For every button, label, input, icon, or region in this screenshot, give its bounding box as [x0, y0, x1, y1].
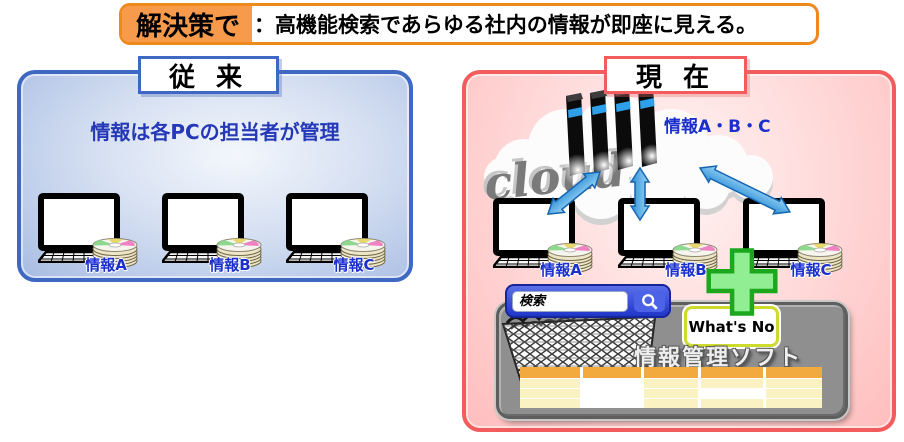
- table-cell: [644, 399, 698, 408]
- conventional-panel: 情報は各PCの担当者が管理 情報A 情報B 情報C: [17, 70, 413, 282]
- table-header-row: [520, 367, 822, 378]
- computer-label: 情報C: [333, 256, 375, 274]
- table-header-cell: [701, 367, 763, 378]
- computer-label: 情報B: [209, 256, 251, 274]
- table-cell: [644, 379, 698, 388]
- table-header-cell: [520, 367, 580, 378]
- computer-label: 情報C: [790, 261, 832, 279]
- right-panel-title: 現 在: [604, 56, 747, 94]
- computer-item: 情報C: [286, 193, 390, 281]
- table-cell: [644, 389, 698, 398]
- table-row: [520, 399, 822, 408]
- table-row: [520, 379, 822, 388]
- computer-item: 情報C: [743, 198, 847, 286]
- search-button[interactable]: [634, 291, 665, 312]
- search-input[interactable]: 検索: [512, 291, 628, 312]
- computer-label: 情報A: [85, 256, 127, 274]
- table-cell: [583, 389, 641, 398]
- table-cell: [583, 379, 641, 388]
- solution-banner: 解決策で ：高機能検索であらゆる社内の情報が即座に見える。: [119, 3, 819, 45]
- computer-item: 情報B: [162, 193, 266, 281]
- table-cell: [766, 389, 822, 398]
- cloud-info-label: 情報A・B・C: [664, 117, 771, 137]
- table-cell: [701, 389, 763, 398]
- table-cell: [520, 399, 580, 408]
- computer-label: 情報B: [665, 261, 707, 279]
- computer-item: 情報B: [618, 198, 722, 286]
- computer-item: 情報A: [38, 193, 142, 281]
- table-cell: [766, 399, 822, 408]
- computer-label: 情報A: [540, 261, 582, 279]
- table-cell: [520, 379, 580, 388]
- plus-icon: [706, 248, 778, 316]
- conventional-description: 情報は各PCの担当者が管理: [90, 120, 340, 144]
- software-table: [520, 367, 822, 408]
- table-row: [520, 389, 822, 398]
- table-cell: [701, 399, 763, 408]
- table-cell: [520, 389, 580, 398]
- table-header-cell: [583, 367, 641, 378]
- present-panel: cloud cloud: [462, 70, 896, 432]
- left-panel-title: 従 来: [138, 56, 279, 94]
- table-header-cell: [766, 367, 822, 378]
- table-cell: [583, 399, 641, 408]
- search-icon: [641, 293, 658, 310]
- banner-text: ：高機能検索であらゆる社内の情報が即座に見える。: [254, 13, 758, 37]
- table-cell: [766, 379, 822, 388]
- banner-label: 解決策で: [122, 6, 253, 42]
- search-bar[interactable]: 検索: [505, 284, 671, 318]
- computer-item: 情報A: [493, 198, 597, 286]
- software-title: 情報管理ソフト: [634, 346, 803, 371]
- table-header-cell: [644, 367, 698, 378]
- table-cell: [701, 379, 763, 388]
